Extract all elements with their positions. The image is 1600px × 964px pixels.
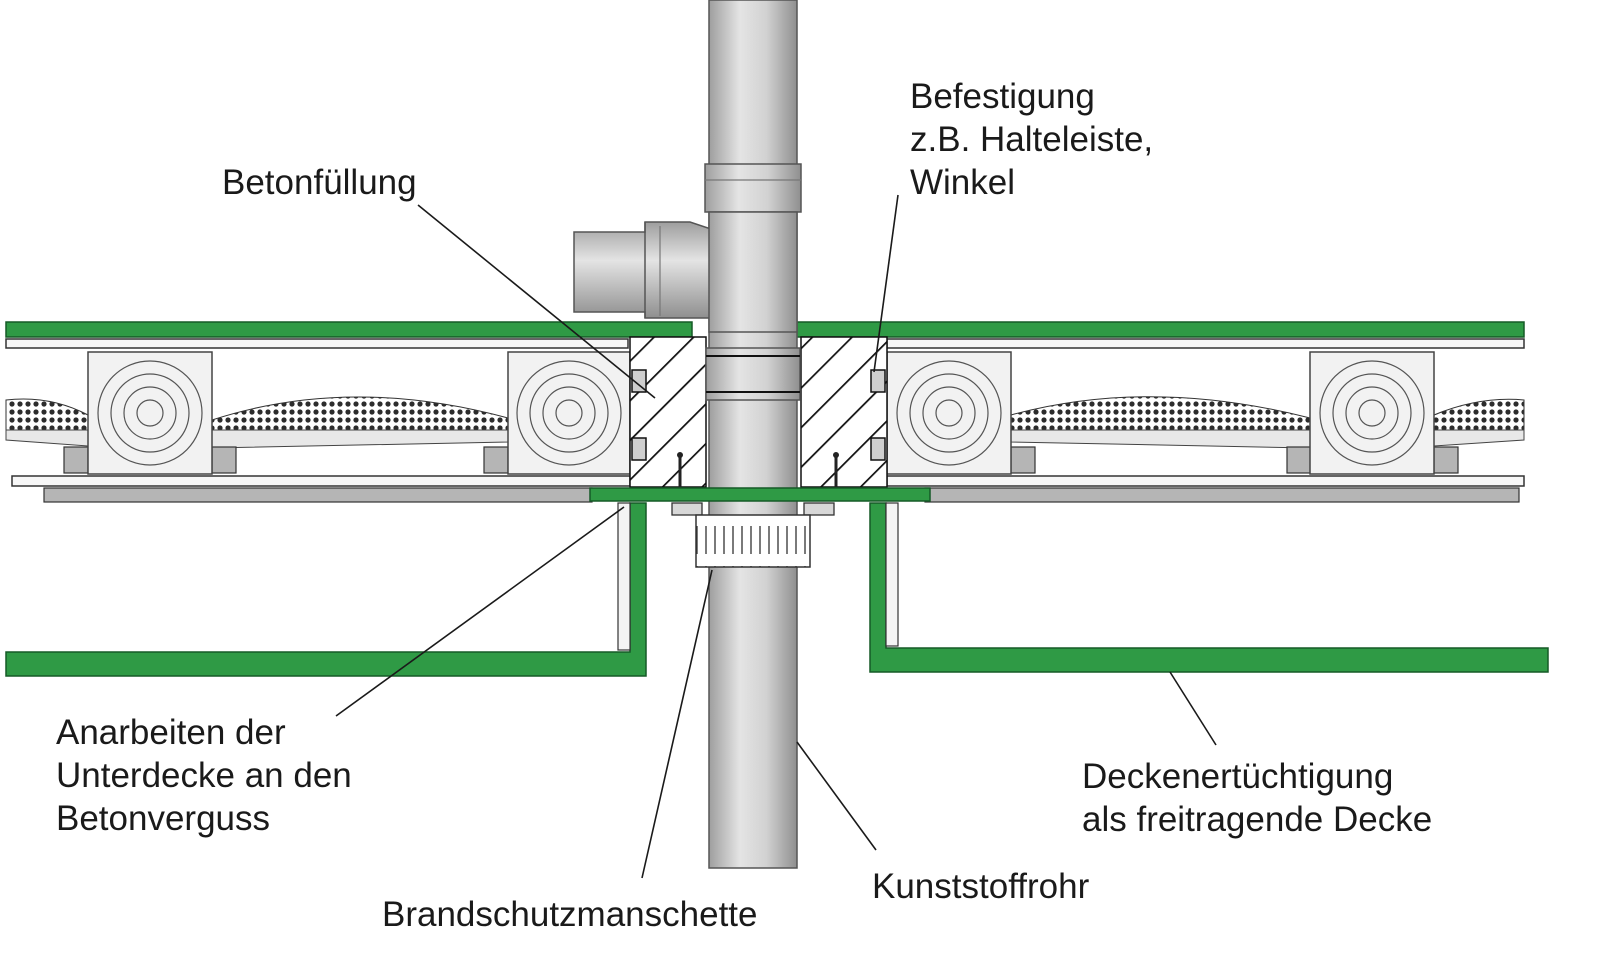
fixing-strip-right-lower <box>870 437 886 461</box>
wedge-strip-right-outer <box>1433 429 1525 447</box>
label-anarbeiten-line-1: Anarbeiten der <box>56 713 286 752</box>
lower-ceiling-right-lining <box>885 502 899 647</box>
plastic-pipe <box>708 0 798 869</box>
floor-board-right <box>886 338 1525 349</box>
leader-kunststoffrohr <box>796 741 877 851</box>
label-anarbeiten-line-3: Betonverguss <box>56 799 270 838</box>
label-deckenertuechtigung: Deckenertüchtigung als freitragende Deck… <box>1082 757 1432 839</box>
insulation-fill-right-outer <box>1433 398 1525 431</box>
timber-beam-4 <box>1309 351 1435 475</box>
label-befestigung: Befestigung z.B. Halteleiste, Winkel <box>910 77 1163 202</box>
batten-3 <box>483 446 509 474</box>
leader-betonfuellung <box>417 204 656 399</box>
pipe-tee-body <box>708 211 798 333</box>
pipe-tee-branch <box>573 221 721 319</box>
collar-bracket-right <box>803 502 835 516</box>
top-green-board-right <box>794 321 1525 338</box>
insulation-fill-left-middle <box>211 396 509 431</box>
label-deckenertuechtigung-line-2: als freitragende Decke <box>1082 800 1432 839</box>
timber-beam-3 <box>886 351 1012 475</box>
label-befestigung-line-3: Winkel <box>910 163 1015 202</box>
wedge-strip-right-middle <box>1010 429 1311 449</box>
screw-right <box>833 452 839 490</box>
floor-board-left <box>5 338 629 349</box>
ceiling-plank-left <box>43 487 593 503</box>
leader-deckenertuechtigung <box>1169 671 1217 746</box>
label-deckenertuechtigung-line-1: Deckenertüchtigung <box>1082 757 1393 796</box>
batten-1 <box>63 446 89 474</box>
fixing-strip-right-upper <box>870 369 886 393</box>
fixing-strip-left-lower <box>631 437 647 461</box>
lower-board-left <box>11 475 631 487</box>
collar-bracket-left <box>671 502 703 516</box>
label-anarbeiten-line-2: Unterdecke an den <box>56 756 352 795</box>
lower-ceiling-left-lining <box>617 502 631 651</box>
batten-6 <box>1433 446 1459 474</box>
label-befestigung-line-1: Befestigung <box>910 77 1095 116</box>
leader-brandschutz <box>641 569 713 879</box>
fire-protection-collar <box>695 514 811 568</box>
batten-4 <box>1010 446 1036 474</box>
concrete-fill-left <box>629 336 707 488</box>
wedge-strip-left-outer <box>5 429 89 447</box>
label-brandschutzmanschette: Brandschutzmanschette <box>382 895 757 934</box>
label-befestigung-line-2: z.B. Halteleiste, <box>910 120 1153 159</box>
insulation-fill-left-outer <box>5 398 89 431</box>
timber-beam-1 <box>87 351 213 475</box>
label-anarbeiten: Anarbeiten der Unterdecke an den Betonve… <box>56 713 362 838</box>
underside-green-plate <box>589 487 931 502</box>
label-betonfuellung: Betonfüllung <box>222 163 417 202</box>
lower-ceiling-right <box>869 502 1549 673</box>
timber-beam-2 <box>507 351 631 475</box>
fixing-strip-left-upper <box>631 369 647 393</box>
screw-left <box>677 452 683 490</box>
lower-board-right <box>886 475 1525 487</box>
batten-2 <box>211 446 237 474</box>
leader-befestigung <box>873 194 899 373</box>
insulation-fill-right-middle <box>1010 396 1311 431</box>
leader-anarbeiten <box>335 506 625 717</box>
wedge-strip-left-middle <box>211 429 509 449</box>
label-kunststoffrohr: Kunststoffrohr <box>872 867 1090 906</box>
ceiling-plank-right <box>924 487 1520 503</box>
lower-ceiling-left <box>5 502 647 677</box>
batten-5 <box>1286 446 1312 474</box>
top-green-board-left <box>5 321 693 338</box>
concrete-fill-right <box>800 336 888 488</box>
pipe-socket-upper <box>704 163 802 213</box>
